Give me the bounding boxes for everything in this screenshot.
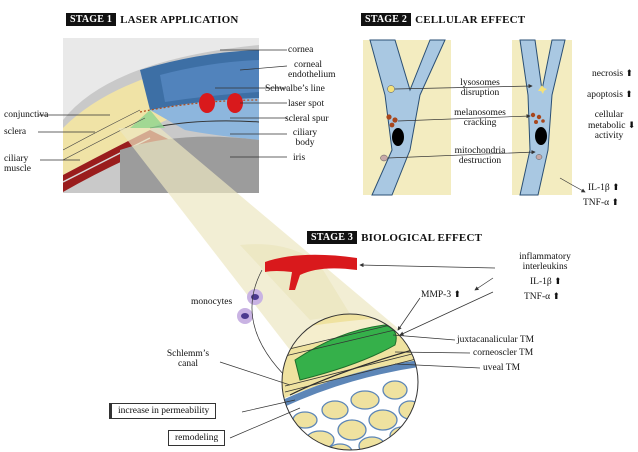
arrow-up-icon: ⬆ [625,89,633,99]
label-stage3-tnfa: TNF-α ⬆ [524,291,560,302]
label-apoptosis: apoptosis ⬆ [587,89,633,100]
stage3-tag: STAGE 3 [307,231,357,244]
arrow-up-icon: ⬆ [552,291,560,301]
label-uveal-tm: uveal TM [483,363,520,373]
label-remodeling: remodeling [168,430,225,446]
arrow-up-icon: ⬆ [626,68,634,78]
label-conjunctiva: conjunctiva [4,110,48,120]
label-necrosis: necrosis ⬆ [592,68,633,79]
stage1-title: LASER APPLICATION [120,14,238,26]
stage2-title: CELLULAR EFFECT [415,14,525,26]
label-laser-spot: laser spot [288,99,324,109]
arrow-up-icon: ⬆ [612,182,620,192]
label-mmp3: MMP-3 ⬆ [421,289,461,300]
stage2-tag: STAGE 2 [361,13,411,26]
stage1-heading: STAGE 1 LASER APPLICATION [66,13,238,26]
arrow-up-icon: ⬆ [554,276,562,286]
label-cornea: cornea [288,45,313,55]
label-stage3-il1b: IL-1β ⬆ [530,276,562,287]
stage2-heading: STAGE 2 CELLULAR EFFECT [361,13,525,26]
stage3-title: BIOLOGICAL EFFECT [361,232,482,244]
label-juxtacanalicular-tm: juxtacanalicular TM [457,335,534,345]
arrow-up-icon: ⬆ [453,289,461,299]
label-scleral-spur: scleral spur [285,114,329,124]
arrow-up-icon: ⬆ [611,197,619,207]
stage3-heading: STAGE 3 BIOLOGICAL EFFECT [307,231,482,244]
label-schwalbes-line: Schwalbe’s line [265,84,325,94]
stage1-tag: STAGE 1 [66,13,116,26]
label-cellular-metabolic-activity: cellular metabolic ⬇ activity [588,110,630,141]
label-stage2-tnfa: TNF-α ⬆ [583,197,619,208]
label-increase-in-permeability: increase in permeability [109,403,216,419]
label-stage2-il1b: IL-1β ⬆ [588,182,620,193]
label-monocytes: monocytes [191,297,232,307]
label-sclera: sclera [4,127,26,137]
arrow-down-icon: ⬇ [628,120,636,130]
label-iris: iris [293,153,305,163]
label-corneoscler-tm: corneoscler TM [473,348,533,358]
